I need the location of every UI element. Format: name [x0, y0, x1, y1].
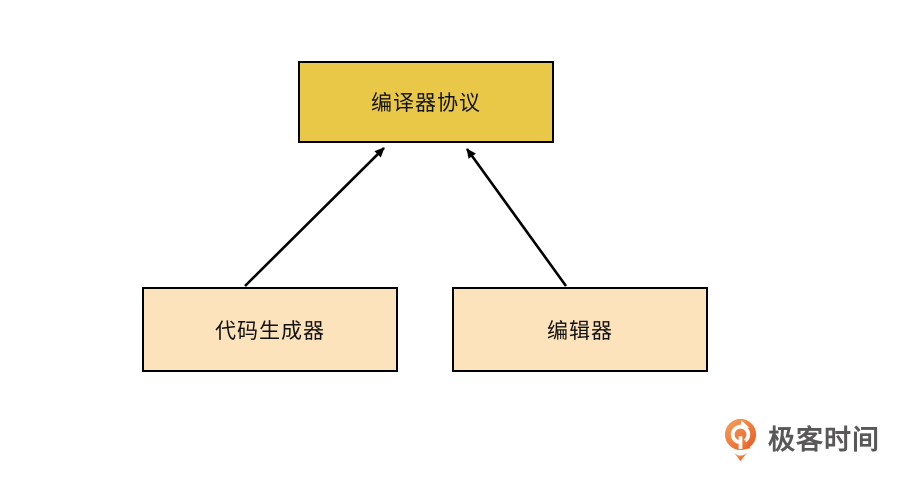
- geektime-logo: 极客时间: [722, 418, 880, 462]
- node-code-generator-label: 代码生成器: [215, 319, 325, 343]
- geektime-logo-icon: [722, 418, 759, 462]
- edge-codegen-to-protocol: [244, 147, 385, 287]
- node-code-generator: 代码生成器: [142, 287, 398, 372]
- node-compiler-protocol-label: 编译器协议: [371, 92, 481, 115]
- geektime-logo-text: 极客时间: [768, 424, 880, 455]
- edge-editor-to-protocol: [465, 148, 568, 287]
- node-editor: 编辑器: [452, 287, 708, 372]
- node-editor-label: 编辑器: [547, 319, 613, 343]
- node-compiler-protocol: 编译器协议: [298, 61, 554, 143]
